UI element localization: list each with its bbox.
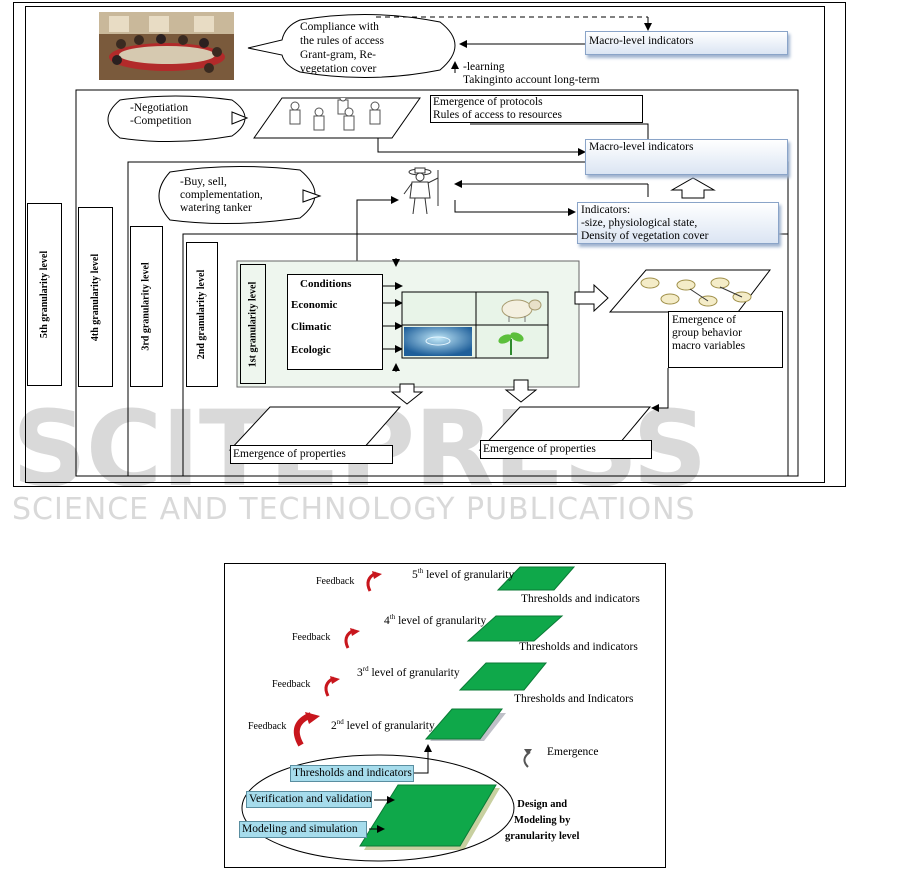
- water-icon: [404, 327, 472, 356]
- bubble-compliance: Compliance with the rules of access Gran…: [300, 21, 384, 75]
- macro-indicators-top: Macro-level indicators: [585, 31, 788, 55]
- feedback-arrow-4: [344, 628, 360, 649]
- bubble-negotiation: -Negotiation -Competition: [130, 102, 192, 127]
- plant-icon: [498, 332, 524, 355]
- bottom-figure-frame: [224, 563, 666, 868]
- feedback-2: Feedback: [248, 721, 287, 732]
- level-1-label: 1st granularity level: [240, 264, 266, 384]
- emergence-label: Emergence: [547, 746, 599, 758]
- thresholds-5: Thresholds and indicators: [521, 593, 640, 605]
- thresholds-4: Thresholds and indicators: [519, 641, 638, 653]
- thresholds-3: Thresholds and Indicators: [514, 693, 634, 705]
- watermark-tagline: SCIENCE AND TECHNOLOGY PUBLICATIONS: [12, 492, 696, 527]
- macro-indicators-mid: Macro-level indicators: [585, 139, 788, 175]
- modeling-box: Modeling and simulation: [239, 821, 367, 838]
- indicators-box: Indicators: -size, physiological state, …: [577, 202, 779, 244]
- level-2-granularity: 2nd level of granularity: [331, 718, 435, 732]
- sheep-group-icon: [640, 277, 752, 307]
- level-5-frame: [25, 6, 825, 483]
- learning-text: -learning Takinginto account long-term: [463, 61, 600, 86]
- emergence-properties-right: Emergence of properties: [480, 440, 652, 459]
- verification-box: Verification and validation: [246, 791, 372, 808]
- design-text: Design and Modeling by granularity level: [505, 799, 580, 842]
- meeting-photo: [99, 12, 234, 80]
- feedback-arrow-3: [324, 676, 340, 697]
- feedback-arrow-2: [293, 712, 320, 747]
- level-2-label: 2nd granularity level: [186, 242, 218, 387]
- conditions-box: Conditions Economic Climatic Ecologic: [287, 274, 383, 370]
- feedback-arrow-5: [366, 571, 382, 592]
- level-4-granularity: 4th level of granularity: [384, 613, 487, 627]
- sheep-icon: [501, 299, 542, 322]
- level-3-granularity: 3rd level of granularity: [357, 665, 460, 679]
- feedback-3: Feedback: [272, 679, 311, 690]
- feedback-4: Feedback: [292, 632, 331, 643]
- emergence-group-box: Emergence of group behavior macro variab…: [668, 311, 783, 368]
- top-figure-frame: [13, 2, 846, 487]
- level-3-label: 3rd granularity level: [130, 226, 163, 387]
- emergence-protocols-box: Emergence of protocols Rules of access t…: [430, 95, 643, 123]
- farmer-icon: [403, 167, 439, 215]
- bubble-buy: -Buy, sell, complementation, watering ta…: [180, 176, 263, 214]
- level-5-granularity: 5th level of granularity: [412, 567, 515, 581]
- agents-icon: [289, 98, 381, 131]
- level-4-label: 4th granularity level: [78, 207, 113, 387]
- feedback-5: Feedback: [316, 576, 355, 587]
- level-5-label: 5th granularity level: [27, 203, 62, 386]
- bottom-graphics: [241, 566, 576, 862]
- thresholds-box: Thresholds and indicators: [290, 765, 414, 782]
- emergence-properties-left: Emergence of properties: [230, 445, 393, 464]
